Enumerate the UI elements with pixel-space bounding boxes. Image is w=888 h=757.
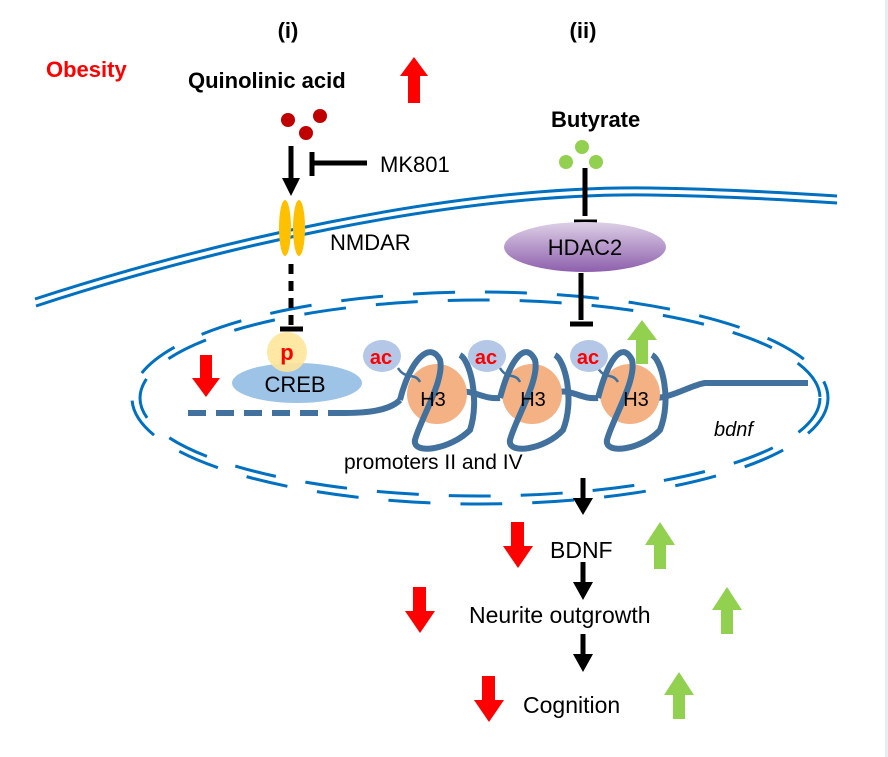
hdac-histone-inhibition-icon [570, 273, 593, 327]
creb-label: CREB [264, 372, 325, 397]
creb-protein-icon [232, 363, 362, 403]
cognition-up-arrow-icon [664, 672, 694, 719]
panel-label-i: (i) [278, 18, 299, 43]
histone-label: H3 [623, 389, 649, 411]
bdnf-up-arrow-icon [645, 522, 675, 569]
bdnf-neurite-arrow-icon [573, 562, 593, 600]
butyrate-hdac-inhibition-icon [574, 168, 597, 225]
nmdar-receptor-icon [279, 200, 305, 256]
mk801-label: MK801 [380, 152, 450, 177]
cognition-down-arrow-icon [474, 676, 504, 722]
butyrate-molecules [559, 140, 603, 169]
butyrate-label: Butyrate [551, 107, 640, 132]
hdac2-label: HDAC2 [548, 235, 623, 260]
nucleosome-3: H3 [595, 349, 669, 452]
histone-label: H3 [420, 389, 446, 411]
bdnf-gene-label: bdnf [714, 419, 755, 441]
svg-text:ac: ac [370, 347, 392, 369]
nucleosome-2: H3 [497, 349, 572, 452]
promoter-bdnf-arrow-icon [573, 478, 593, 515]
neurite-down-arrow-icon [405, 587, 435, 633]
nuclear-envelope [130, 290, 830, 506]
cell-membrane [34, 186, 838, 308]
neurite-cognition-arrow-icon [573, 634, 593, 672]
acetyl-mark-3: ac [570, 340, 620, 383]
acetylation-up-arrow-icon [627, 320, 657, 364]
outcome-cognition-label: Cognition [523, 692, 620, 718]
acetyl-mark-2: ac [468, 340, 522, 383]
outcome-neurite-label: Neurite outgrowth [469, 602, 651, 628]
svg-text:ac: ac [577, 347, 599, 369]
right-panel-edge [885, 0, 888, 757]
hdac2-enzyme-icon [504, 222, 666, 272]
mk801-inhibition-icon [309, 152, 367, 176]
histone-label: H3 [520, 389, 546, 411]
activation-arrow-icon [282, 146, 300, 196]
nmdar-label: NMDAR [330, 230, 411, 255]
creb-down-arrow-icon [192, 355, 220, 397]
quinolinic-acid-molecules [281, 109, 327, 140]
phospho-group-icon [267, 332, 307, 372]
obesity-label: Obesity [46, 57, 127, 82]
bdnf-down-arrow-icon [503, 522, 533, 568]
outcome-bdnf-label: BDNF [550, 537, 613, 563]
neurite-up-arrow-icon [712, 587, 742, 634]
quinolinic-acid-label: Quinolinic acid [188, 68, 346, 93]
nmdar-creb-inhibition-icon [280, 264, 303, 332]
promoters-label: promoters II and IV [344, 451, 523, 474]
svg-text:ac: ac [475, 347, 497, 369]
nucleosome-1: H3 [397, 349, 478, 452]
phospho-label: p [280, 340, 293, 365]
panel-label-ii: (ii) [570, 18, 597, 43]
acetyl-mark-1: ac [363, 340, 422, 383]
quinolinic-acid-up-arrow-icon [400, 57, 428, 103]
